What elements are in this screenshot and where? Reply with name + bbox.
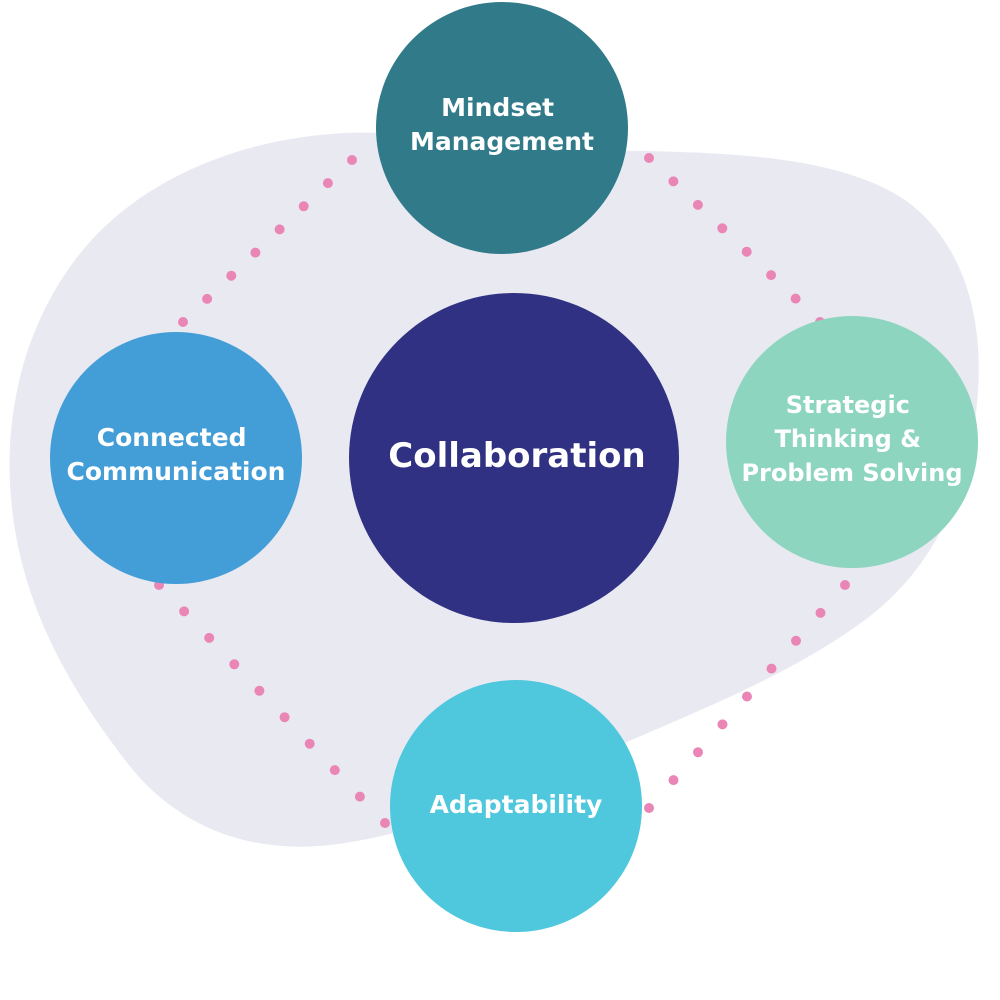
connector-dot (304, 738, 315, 749)
adaptability-label: Adaptability (430, 790, 603, 819)
connector-dot (322, 178, 333, 189)
connected-circle (50, 332, 302, 584)
connector-dot (380, 818, 390, 828)
mindset-label-line-1: Mindset (441, 93, 554, 122)
mindset-circle (376, 2, 628, 254)
connector-dot (742, 691, 752, 702)
connector-dot (741, 246, 752, 257)
center-label: Collaboration (388, 436, 645, 476)
mindset-label-line-2: Management (410, 127, 594, 156)
dotted-connector-ring (154, 153, 850, 828)
connected-label-line-2: Communication (67, 457, 286, 486)
adaptability-circle (390, 680, 642, 932)
strategic-label-line-3: Problem Solving (741, 459, 962, 487)
strategic-label: Strategic Thinking & Problem Solving (741, 391, 962, 487)
connector-dot (226, 270, 237, 281)
connector-dot (815, 607, 826, 618)
connector-dot (668, 775, 679, 786)
connector-dot (250, 247, 261, 258)
connector-dot (717, 719, 728, 730)
node-mindset-management[interactable]: Mindset Management (376, 2, 628, 254)
connector-dot (766, 663, 777, 674)
adaptability-label-line-1: Adaptability (430, 790, 603, 819)
mindset-label: Mindset Management (410, 93, 594, 156)
connector-dot (202, 293, 213, 304)
connector-dot (644, 803, 654, 813)
connector-dot (279, 712, 290, 723)
connector-dot (329, 765, 340, 776)
connector-dot (668, 176, 679, 187)
connector-dot (717, 223, 728, 234)
connector-dot (693, 747, 703, 758)
node-strategic-thinking[interactable]: Strategic Thinking & Problem Solving (726, 316, 978, 568)
strategic-label-line-2: Thinking & (775, 425, 922, 453)
connector-dot (298, 201, 309, 212)
strategic-circle (726, 316, 978, 568)
connector-dot (354, 791, 365, 802)
connector-dot (229, 659, 240, 670)
connected-label-line-1: Connected (97, 423, 247, 452)
connector-dot (692, 199, 703, 210)
connector-dot (790, 293, 801, 304)
connector-dot (179, 606, 190, 617)
connector-dot (791, 635, 801, 646)
center-circle (349, 293, 679, 623)
node-adaptability[interactable]: Adaptability (390, 680, 642, 932)
connected-label: Connected Communication (67, 423, 286, 486)
connector-dot (178, 317, 188, 327)
connector-dot (347, 155, 357, 165)
node-connected-communication[interactable]: Connected Communication (50, 332, 302, 584)
connector-dot (204, 632, 215, 643)
strategic-label-line-1: Strategic (786, 391, 910, 419)
connector-dot (840, 580, 850, 590)
center-node-collaboration[interactable]: Collaboration (349, 293, 679, 623)
connector-dot (254, 685, 265, 696)
connector-dot (766, 270, 777, 281)
connector-dot (274, 224, 285, 235)
connector-dot (644, 153, 654, 163)
